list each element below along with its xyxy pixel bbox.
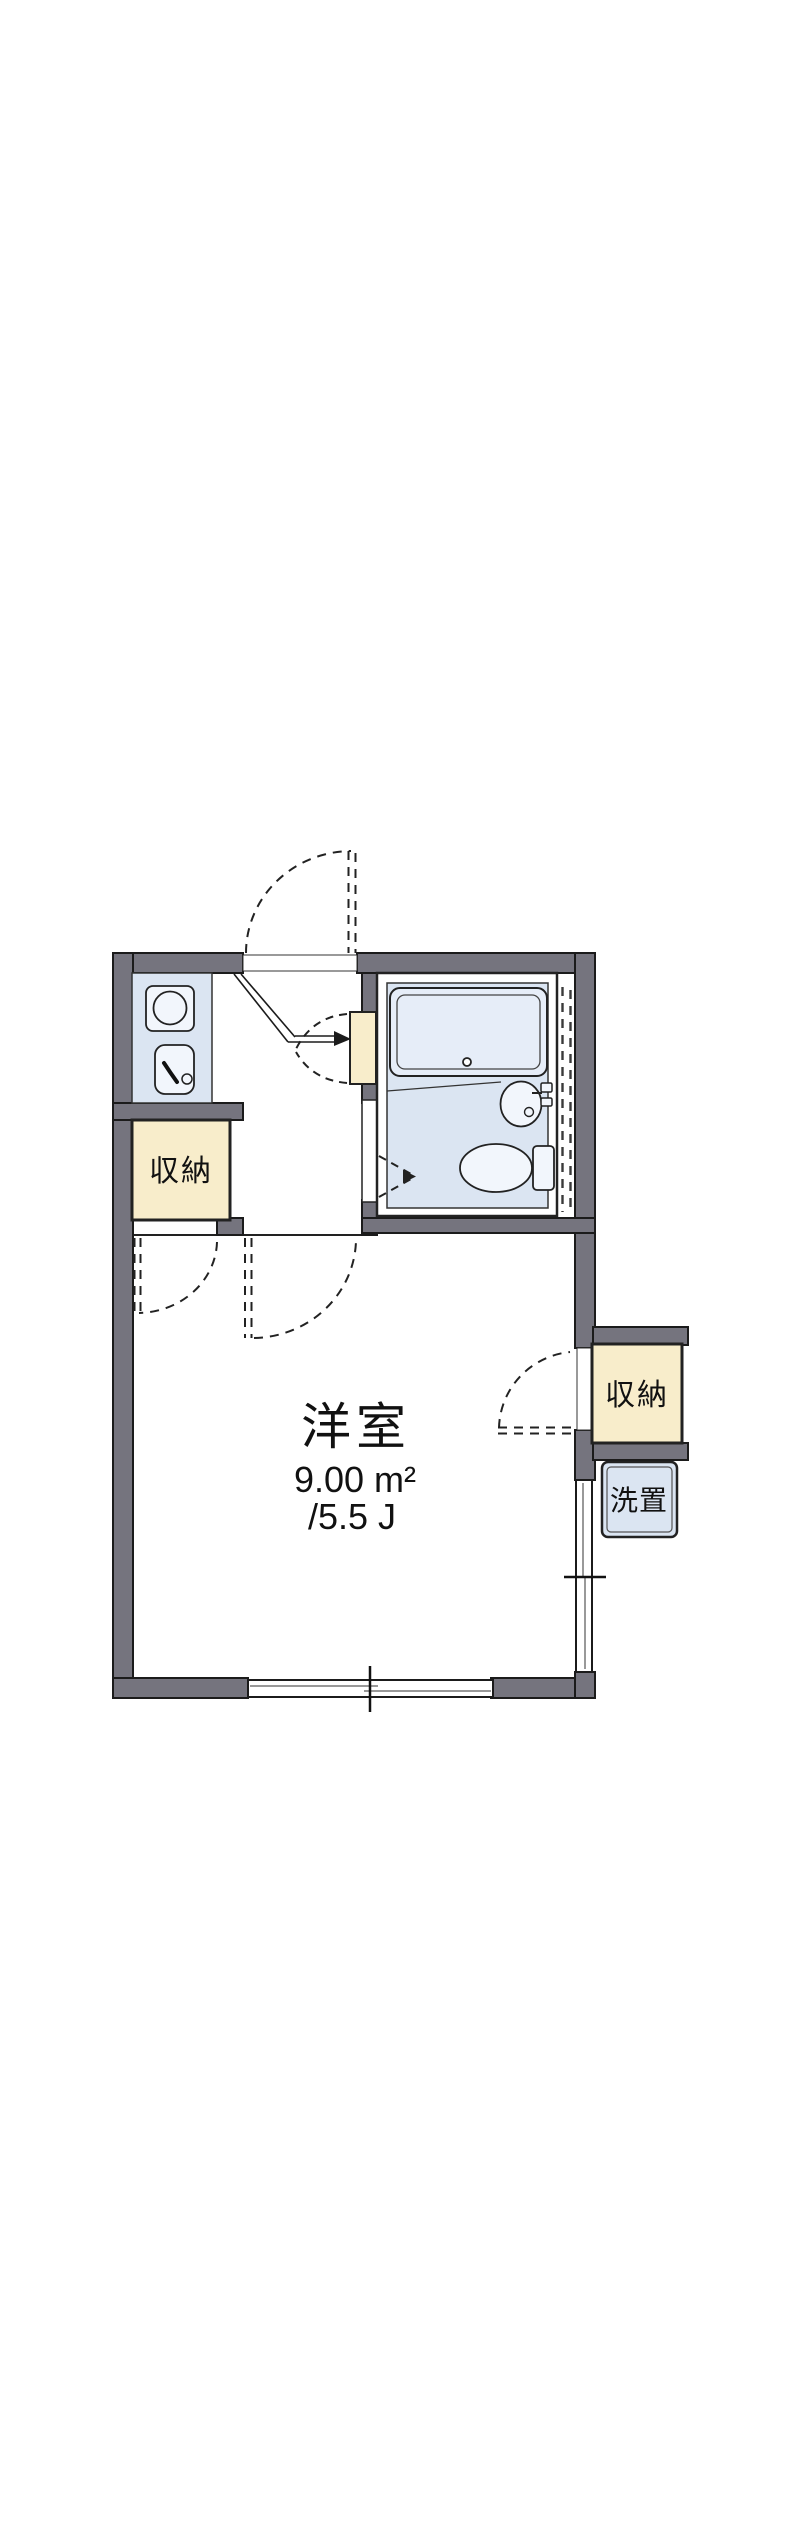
- bathroom-floor-line: [386, 1081, 502, 1092]
- washbasin-faucet-icon: [540, 1082, 553, 1107]
- stove-burner-icon: [152, 990, 188, 1026]
- closet-right-box: [590, 1342, 684, 1445]
- window-right: [564, 1479, 606, 1673]
- genkan-direction-arrow: [334, 1031, 351, 1046]
- room-area-sqm-label: 9.00 m²: [294, 1459, 416, 1500]
- wall-left: [112, 952, 134, 1699]
- bathroom: [375, 971, 572, 1218]
- kitchen-sink-icon: [154, 1044, 195, 1095]
- walls: [112, 952, 689, 1699]
- closet-left-label: 収納: [149, 1155, 213, 1188]
- wall-top-right: [356, 952, 596, 974]
- toilet-tank: [532, 1145, 555, 1191]
- wall-right-corner: [574, 1671, 596, 1699]
- laundry-box: [600, 1460, 679, 1539]
- bath-door-panel: [349, 1011, 377, 1085]
- closet-right-door-arc: [498, 1351, 571, 1429]
- wall-extension-top: [592, 1326, 689, 1346]
- bathtub-inner-line: [396, 994, 541, 1070]
- partition-thin-wall: [361, 1099, 378, 1203]
- sink-drain-icon: [181, 1073, 193, 1085]
- room-door-leaf: [244, 1238, 253, 1338]
- sink-faucet-icon: [162, 1061, 179, 1084]
- entrance-door-swing-arc: [245, 850, 352, 954]
- washbasin-drain-icon: [523, 1106, 535, 1118]
- pipe-space-dashes: [561, 987, 572, 1212]
- room-name-label: 洋室: [301, 1399, 411, 1455]
- entrance-threshold: [242, 954, 358, 972]
- entrance-door-leaf: [347, 851, 357, 953]
- closet-right-label: 収納: [605, 1379, 669, 1412]
- closet-left-box: [130, 1118, 232, 1222]
- closet-right-door-leaf: [498, 1426, 577, 1435]
- wall-bath-upper-stub: [361, 972, 378, 1014]
- wall-right-upper: [574, 952, 596, 1349]
- laundry-label: 洗置: [610, 1485, 668, 1516]
- washbasin-icon: [499, 1080, 543, 1128]
- closet-left-door-arc: [138, 1241, 218, 1314]
- room-label-group: 洋室 9.00 m² /5.5 J: [294, 1399, 416, 1537]
- closet-left-door-leaf: [133, 1238, 142, 1311]
- bathtub-drain-icon: [462, 1057, 472, 1067]
- room-area-tatami-label: /5.5 J: [308, 1496, 396, 1537]
- toilet-icon: [459, 1143, 533, 1193]
- bath-door-direction-arrow: [378, 1155, 416, 1198]
- wall-bath-bottom: [361, 1217, 596, 1234]
- genkan-step-line: [233, 973, 336, 1043]
- bath-door-swing-arcs: [295, 1013, 348, 1084]
- window-bottom: [247, 1666, 494, 1712]
- wall-kitchen-bottom: [112, 1102, 244, 1121]
- kitchen: [131, 972, 213, 1104]
- bathtub-icon: [389, 987, 548, 1077]
- room-door-arc: [253, 1240, 357, 1339]
- wall-extension-bottom: [592, 1442, 689, 1461]
- wall-bottom-left: [112, 1677, 249, 1699]
